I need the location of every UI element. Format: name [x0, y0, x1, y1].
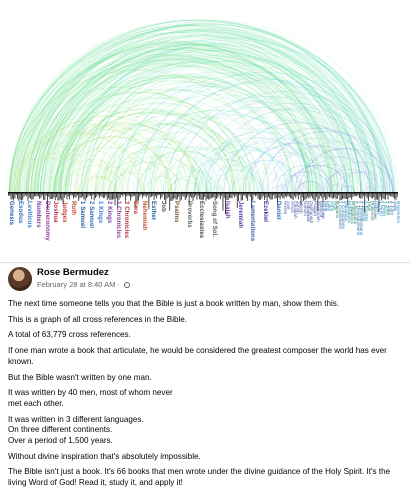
- book-label: Judges: [61, 201, 68, 223]
- post-paragraph: Over a period of 1,500 years.: [8, 436, 113, 446]
- avatar[interactable]: [8, 267, 32, 291]
- book-label: Nehemiah: [141, 201, 148, 231]
- book-label: Ezekiel: [262, 201, 269, 223]
- book-label: Isaiah: [223, 201, 230, 219]
- book-label: Genesis: [8, 201, 14, 226]
- book-label: Exodus: [16, 201, 23, 224]
- book-label: Job: [160, 201, 166, 212]
- post-paragraph: If one man wrote a book that articulate,…: [8, 346, 387, 366]
- book-label: Revelation: [396, 201, 401, 224]
- globe-icon: [124, 282, 131, 288]
- book-label: Deuteronomy: [43, 201, 50, 241]
- post-meta: February 28 at 8:40 AM ·: [37, 280, 131, 289]
- book-label: 2 Chronicles: [123, 201, 130, 239]
- post-paragraph: This is a graph of all cross references …: [8, 314, 188, 324]
- book-label: 1 Samuel: [79, 201, 85, 229]
- post-paragraph: It was written by 40 men, most of whom n…: [8, 388, 173, 398]
- post-paragraph: met each other.: [8, 398, 64, 408]
- facebook-post: Rose Bermudez February 28 at 8:40 AM · T…: [0, 262, 410, 501]
- book-label: Jeremiah: [236, 201, 243, 229]
- post-paragraph: It was written in 3 different languages.: [8, 414, 144, 424]
- post-paragraph: Without divine inspiration that's absolu…: [8, 451, 201, 461]
- book-label: Ecclesiastes: [198, 201, 205, 239]
- book-label: Ruth: [70, 201, 77, 216]
- book-label: Joshua: [52, 201, 59, 223]
- post-paragraph: A total of 63,779 cross references.: [8, 330, 131, 340]
- book-label: Leviticus: [25, 201, 32, 228]
- book-label: Lamentations: [249, 201, 256, 242]
- book-label: Numbers: [34, 201, 41, 228]
- book-label: Proverbs: [185, 201, 192, 228]
- post-paragraph: On three different continents.: [8, 425, 113, 435]
- post-body: The next time someone tells you that the…: [8, 299, 404, 494]
- book-label: 1 Chronicles: [114, 201, 121, 239]
- post-paragraph: But the Bible wasn't written by one man.: [8, 372, 152, 382]
- book-label: Esther: [150, 201, 156, 221]
- book-label: Daniel: [275, 201, 281, 220]
- post-paragraph: The Bible isn't just a book. It's 66 boo…: [8, 467, 391, 488]
- book-label: 2 Kings: [105, 201, 112, 224]
- cross-reference-arcs: [8, 19, 398, 215]
- book-label: 2 Samuel: [87, 201, 94, 229]
- book-label: 1 Kings: [96, 201, 103, 224]
- post-date[interactable]: February 28 at 8:40 AM ·: [37, 280, 123, 289]
- book-label: Psalms: [172, 201, 179, 223]
- book-label: Ezra: [132, 201, 139, 215]
- book-label: Song of Sol.: [211, 201, 218, 238]
- post-paragraph: The next time someone tells you that the…: [8, 299, 340, 308]
- post-author[interactable]: Rose Bermudez: [37, 267, 109, 278]
